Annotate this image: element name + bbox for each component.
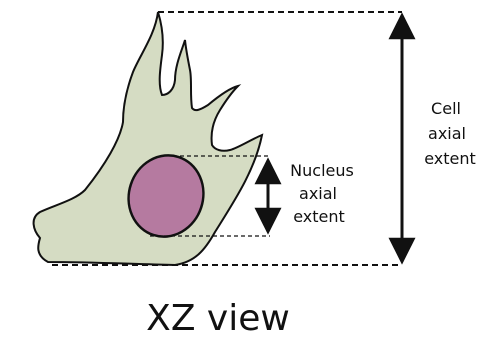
cell-label-line-1: Cell xyxy=(431,99,461,118)
view-title: XZ view xyxy=(146,298,290,339)
nucleus-label-line-3: extent xyxy=(293,207,345,226)
nucleus-label-line-2: axial xyxy=(299,184,337,203)
cell-label-line-3: extent xyxy=(424,149,476,168)
cell-label-line-2: axial xyxy=(428,124,466,143)
nucleus-label-line-1: Nucleus xyxy=(290,161,354,180)
